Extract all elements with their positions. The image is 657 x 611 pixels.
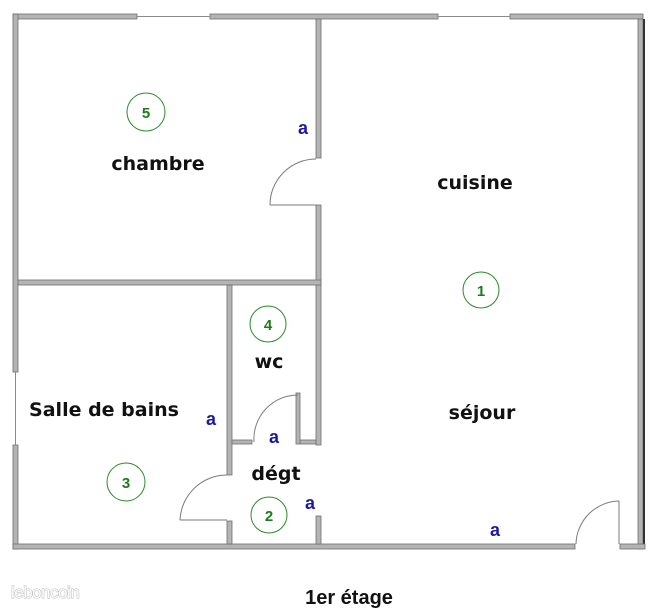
room-label-degt: dégt — [251, 463, 300, 485]
room-label-sejour: séjour — [449, 402, 516, 424]
marker-a-salle-de-bains: a — [206, 409, 217, 429]
door-entrance — [575, 500, 620, 545]
room-number-1: 1 — [462, 271, 500, 309]
interior-walls — [17, 18, 322, 545]
windows — [15, 16, 510, 445]
svg-text:4: 4 — [264, 317, 273, 334]
svg-text:5: 5 — [142, 105, 150, 122]
svg-text:3: 3 — [122, 475, 130, 492]
marker-a-chambre: a — [298, 118, 309, 138]
door-wc — [253, 394, 299, 443]
doors — [179, 158, 620, 545]
door-chambre — [269, 158, 317, 206]
marker-a-degt: a — [305, 493, 316, 513]
room-label-chambre: chambre — [111, 153, 204, 175]
room-label-salle-de-bains: Salle de bains — [29, 399, 179, 421]
room-label-cuisine: cuisine — [437, 172, 513, 194]
outer-walls — [12, 13, 646, 550]
svg-text:1: 1 — [477, 283, 485, 300]
floor-title: 1er étage — [305, 587, 393, 609]
room-number-3: 3 — [106, 462, 146, 502]
room-number-2: 2 — [250, 496, 288, 534]
svg-text:2: 2 — [265, 508, 273, 525]
room-number-5: 5 — [126, 92, 166, 132]
room-label-wc: wc — [255, 351, 284, 373]
watermark-logo: leboncoin — [11, 583, 79, 602]
marker-a-wc: a — [269, 427, 280, 447]
marker-a-sejour: a — [490, 520, 501, 540]
door-salle-de-bains — [179, 474, 228, 521]
room-number-4: 4 — [249, 305, 287, 343]
